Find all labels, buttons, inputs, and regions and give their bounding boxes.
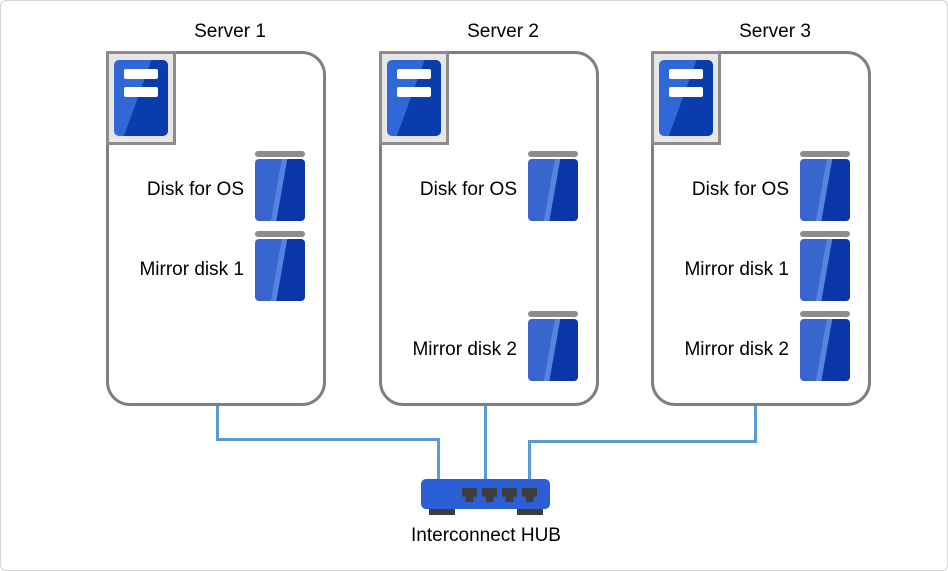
server2-mirror-disk2-label: Mirror disk 2: [412, 339, 517, 360]
server-tower-icon: [379, 51, 449, 145]
disk-icon: [528, 311, 578, 381]
hub-port-icon: [522, 488, 537, 502]
server3-box: Disk for OS Mirror disk 1 Mirror disk 2: [651, 51, 871, 406]
hub-port-icon: [462, 488, 477, 502]
disk-icon: [528, 151, 578, 221]
connector-server1-hub: [216, 404, 440, 481]
hub-icon: [421, 479, 550, 509]
hub-port-icon: [482, 488, 497, 502]
disk-icon: [800, 311, 850, 381]
server3-os-disk-label: Disk for OS: [691, 179, 789, 200]
disk-icon: [800, 151, 850, 221]
disk-icon: [255, 231, 305, 301]
server1-title: Server 1: [194, 21, 266, 42]
hub-label: Interconnect HUB: [411, 525, 561, 546]
disk-icon: [800, 231, 850, 301]
server1-mirror-disk1-label: Mirror disk 1: [139, 259, 244, 280]
hub-port-icon: [502, 488, 517, 502]
server1-box: Disk for OS Mirror disk 1: [106, 51, 326, 406]
server2-box: Disk for OS Mirror disk 2: [379, 51, 599, 406]
server1-os-disk-label: Disk for OS: [146, 179, 244, 200]
connector-server3-hub: [528, 404, 757, 481]
server2-os-disk-label: Disk for OS: [419, 179, 517, 200]
server-tower-icon: [106, 51, 176, 145]
server3-mirror-disk2-label: Mirror disk 2: [684, 339, 789, 360]
server3-title: Server 3: [739, 21, 811, 42]
server3-mirror-disk1-label: Mirror disk 1: [684, 259, 789, 280]
disk-icon: [255, 151, 305, 221]
server-tower-icon: [651, 51, 721, 145]
hub-foot: [517, 509, 543, 515]
server2-title: Server 2: [467, 21, 539, 42]
hub-foot: [429, 509, 455, 515]
